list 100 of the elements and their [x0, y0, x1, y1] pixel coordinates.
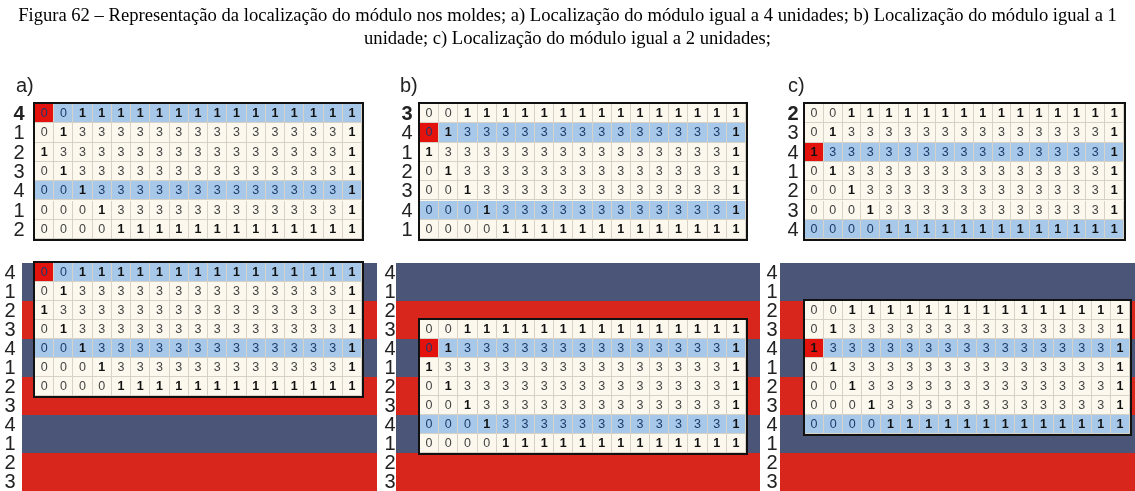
- grid-number: 1: [881, 301, 901, 320]
- grid-number: 3: [323, 200, 343, 220]
- row-number: 4: [765, 263, 779, 282]
- grid-number: 3: [573, 415, 593, 434]
- row-number: 2: [3, 377, 17, 396]
- grid-number: 1: [111, 219, 132, 240]
- grid-number: 3: [573, 161, 593, 182]
- grid-number: 3: [936, 161, 956, 182]
- grid-number: 1: [496, 219, 516, 240]
- row-number: 1: [3, 282, 17, 301]
- grid-number: 1: [1030, 104, 1049, 124]
- grid-number: 1: [265, 377, 286, 396]
- grid-number: 0: [420, 434, 440, 453]
- grid-number: 0: [842, 200, 862, 220]
- grid-number: 3: [554, 377, 574, 396]
- grid-number: 3: [843, 358, 863, 377]
- grid-number: 3: [630, 142, 651, 162]
- grid-number: 1: [208, 104, 228, 124]
- grid-number: 1: [420, 358, 440, 377]
- grid-number: 3: [111, 282, 132, 301]
- row-number: 4: [383, 263, 397, 282]
- grid-number: 1: [936, 104, 956, 124]
- grid-number: 3: [246, 200, 266, 220]
- grid-number: 0: [35, 282, 55, 301]
- grid-number: 1: [73, 339, 93, 358]
- grid-number: 3: [1067, 123, 1087, 143]
- grid-number: 3: [323, 142, 343, 162]
- row-number: 3: [786, 200, 800, 220]
- grid-number: 3: [285, 301, 305, 320]
- grid-number: 0: [458, 415, 478, 434]
- grid-number: 1: [824, 358, 844, 377]
- grid-number: 0: [35, 123, 55, 143]
- grid-number: 3: [265, 123, 286, 143]
- grid-number: 3: [881, 358, 901, 377]
- grid-number: 0: [805, 219, 824, 240]
- grid-number: 3: [208, 358, 228, 377]
- grid-number: 1: [285, 104, 305, 124]
- row-number: 2: [765, 377, 779, 396]
- grid-number: 3: [862, 358, 882, 377]
- grid-number: 1: [477, 200, 497, 220]
- grid-number: 1: [458, 181, 478, 201]
- grid-number: 1: [169, 377, 189, 396]
- grid-number: 3: [169, 142, 189, 162]
- grid-number: 3: [650, 181, 670, 201]
- row-number: 4: [3, 339, 17, 358]
- grid-number: 3: [73, 123, 93, 143]
- grid-number: 3: [880, 123, 899, 143]
- grid-number: 3: [880, 161, 899, 182]
- grid-number: 3: [936, 123, 956, 143]
- grid-number: 3: [688, 123, 708, 143]
- grid-number: 3: [688, 200, 708, 220]
- grid-number: 3: [898, 161, 918, 182]
- grid-number: 1: [726, 181, 746, 201]
- row-number: 3: [383, 320, 397, 339]
- grid-number: 1: [726, 434, 746, 453]
- grid-number: 3: [458, 339, 478, 358]
- row-number: 1: [400, 142, 414, 162]
- grid-number: 3: [996, 377, 1016, 396]
- grid-number: 0: [805, 301, 825, 320]
- grid-number: 0: [54, 339, 74, 358]
- row-number: 2: [765, 301, 779, 320]
- grid-number: 3: [861, 123, 881, 143]
- grid-number: 0: [54, 219, 74, 240]
- grid-number: 0: [843, 415, 863, 434]
- grid-number: 1: [150, 219, 170, 240]
- grid-number: 0: [805, 377, 825, 396]
- grid-number: 3: [131, 358, 151, 377]
- row-number: 2: [400, 161, 414, 182]
- grid-number: 1: [805, 142, 824, 162]
- grid-number: 3: [477, 358, 497, 377]
- grid-number: 1: [342, 142, 362, 162]
- grid-number: 1: [111, 377, 132, 396]
- row-number: 2: [383, 377, 397, 396]
- grid-number: 3: [188, 358, 209, 377]
- row-number: 4: [3, 263, 17, 282]
- grid-number: 1: [1015, 301, 1035, 320]
- grid-number: 1: [304, 263, 324, 282]
- grid-number: 1: [227, 263, 247, 282]
- row-number: 1: [383, 434, 397, 453]
- grid-number: 1: [131, 104, 151, 124]
- grid-number: 0: [35, 377, 55, 396]
- row-number: 3: [765, 320, 779, 339]
- grid-number: 1: [535, 219, 555, 240]
- grid-number: 3: [707, 161, 727, 182]
- grid-number: 1: [342, 282, 362, 301]
- grid-number: 3: [265, 142, 286, 162]
- grid-number: 3: [992, 123, 1012, 143]
- grid-number: 3: [515, 161, 536, 182]
- grid-number: 3: [458, 161, 478, 182]
- grid-number: 1: [992, 104, 1012, 124]
- grid-number: 1: [573, 434, 593, 453]
- grid-number: 3: [323, 123, 343, 143]
- grid-number: 0: [54, 181, 74, 201]
- grid-number: 0: [73, 377, 93, 396]
- grid-number: 1: [1034, 415, 1054, 434]
- row-number: 2: [383, 301, 397, 320]
- row-number: 3: [400, 181, 414, 201]
- grid-number: 1: [285, 263, 305, 282]
- row-number: 4: [786, 219, 800, 240]
- grid-number: 1: [880, 219, 899, 240]
